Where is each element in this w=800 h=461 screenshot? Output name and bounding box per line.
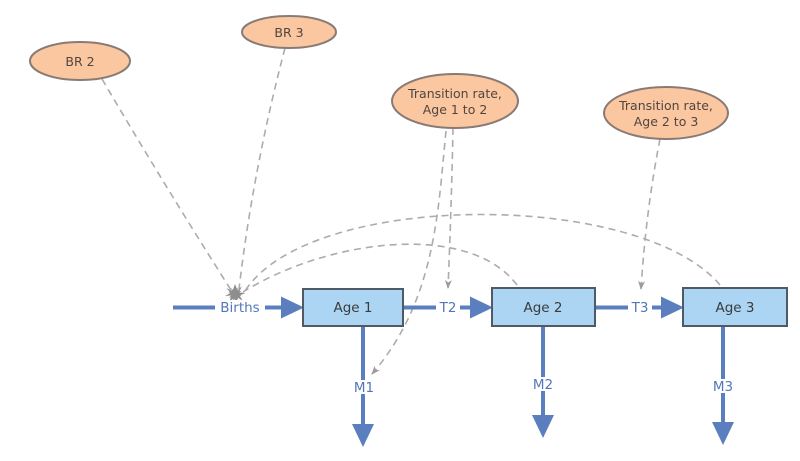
tr23-label-line1: Transition rate, bbox=[618, 98, 713, 113]
t3-label[interactable]: T3 bbox=[631, 300, 649, 316]
causal-links bbox=[101, 47, 721, 375]
births-flow-arrowhead[interactable] bbox=[281, 296, 304, 319]
tr23-label-line2: Age 2 to 3 bbox=[634, 114, 699, 129]
variables: BR 2 BR 3 Transition rate, Age 1 to 2 Tr… bbox=[29, 15, 729, 140]
tr12-ellipse[interactable] bbox=[391, 73, 519, 129]
stock-age1[interactable]: Age 1 bbox=[302, 288, 404, 327]
births-label[interactable]: Births bbox=[220, 300, 259, 316]
age2-label: Age 2 bbox=[524, 300, 563, 316]
age1-box[interactable] bbox=[302, 288, 404, 327]
stock-age3[interactable]: Age 3 bbox=[682, 287, 788, 327]
link-tr23-to-t3[interactable] bbox=[638, 138, 661, 290]
link-tr12-to-t2[interactable] bbox=[444, 127, 454, 289]
m2-label-bg bbox=[529, 377, 557, 391]
m1-label[interactable]: M1 bbox=[354, 380, 374, 396]
flow-labels: Births T2 T3 M1 M2 M3 bbox=[215, 300, 737, 396]
br3-ellipse[interactable] bbox=[241, 15, 337, 49]
t2-label[interactable]: T2 bbox=[439, 300, 457, 316]
births-link-arrowheads-starburst bbox=[225, 284, 246, 304]
t3-flow-arrowhead[interactable] bbox=[661, 296, 684, 319]
age2-box[interactable] bbox=[491, 287, 596, 327]
flows bbox=[173, 296, 734, 447]
br3-label: BR 3 bbox=[274, 25, 303, 40]
link-br2-to-births[interactable] bbox=[101, 78, 232, 291]
tr12-label-line2: Age 1 to 2 bbox=[423, 102, 488, 117]
br2-ellipse[interactable] bbox=[29, 41, 131, 81]
link-age2-to-births[interactable] bbox=[242, 243, 518, 293]
link-age3-to-births[interactable] bbox=[244, 213, 721, 292]
variable-br3[interactable]: BR 3 bbox=[241, 15, 337, 49]
link-br3-to-births[interactable] bbox=[238, 47, 286, 290]
t2-flow-arrowhead[interactable] bbox=[470, 296, 493, 319]
m2-label[interactable]: M2 bbox=[533, 377, 553, 393]
tr23-ellipse[interactable] bbox=[603, 86, 729, 140]
births-label-bg bbox=[215, 300, 265, 315]
link-tr12-to-m1[interactable] bbox=[371, 130, 447, 375]
m3-flow-arrowhead[interactable] bbox=[712, 422, 734, 445]
t2-label-bg bbox=[436, 300, 460, 315]
br2-label: BR 2 bbox=[65, 54, 94, 69]
m2-flow-arrowhead[interactable] bbox=[532, 415, 554, 438]
variable-br2[interactable]: BR 2 bbox=[29, 41, 131, 81]
stock-age2[interactable]: Age 2 bbox=[491, 287, 596, 327]
age3-label: Age 3 bbox=[716, 300, 755, 316]
m3-label[interactable]: M3 bbox=[713, 379, 733, 395]
m3-label-bg bbox=[709, 379, 737, 393]
age3-box[interactable] bbox=[682, 287, 788, 327]
age1-label: Age 1 bbox=[334, 300, 373, 316]
starburst-icon-inner bbox=[227, 287, 243, 301]
tr12-label-line1: Transition rate, bbox=[407, 86, 502, 101]
m1-flow-arrowhead[interactable] bbox=[352, 424, 374, 447]
variable-transition-rate-1-2[interactable]: Transition rate, Age 1 to 2 bbox=[391, 73, 519, 129]
stocks: Age 1 Age 2 Age 3 bbox=[302, 287, 788, 327]
t3-label-bg bbox=[628, 300, 652, 315]
variable-transition-rate-2-3[interactable]: Transition rate, Age 2 to 3 bbox=[603, 86, 729, 140]
m1-label-bg bbox=[350, 380, 378, 394]
